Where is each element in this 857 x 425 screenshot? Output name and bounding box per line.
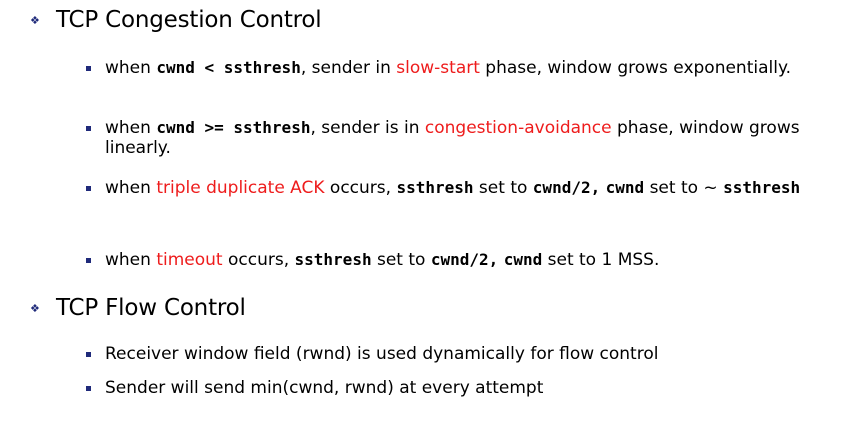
highlight-run: congestion-avoidance <box>424 118 612 138</box>
code-run: cwnd >= ssthresh <box>156 118 311 137</box>
diamond-bullet-icon: ❖ <box>30 13 40 27</box>
bullet-text: Receiver window field (rwnd) is used dyn… <box>105 344 659 364</box>
bullet-slow-start: when cwnd < ssthresh, sender in slow-sta… <box>86 58 826 78</box>
text-run: , sender is in <box>310 118 425 138</box>
bullet-text: when cwnd >= ssthresh, sender is in cong… <box>105 118 826 158</box>
bullet-congestion-avoidance: when cwnd >= ssthresh, sender is in cong… <box>86 118 826 158</box>
heading-congestion-control: ❖ TCP Congestion Control <box>30 4 322 36</box>
text-run: set to <box>371 250 431 270</box>
bullet-text: when timeout occurs, ssthresh set to cwn… <box>105 250 846 270</box>
highlight-run: slow-start <box>396 58 480 78</box>
text-run: when <box>105 58 157 78</box>
text-run: , sender in <box>300 58 397 78</box>
bullet-sender-min: Sender will send min(cwnd, rwnd) at ever… <box>86 378 826 398</box>
text-run: set to 1 MSS. <box>542 250 660 270</box>
text-run: phase, window grows linearly. <box>105 118 800 158</box>
square-bullet-icon <box>86 126 91 131</box>
bullet-text: when cwnd < ssthresh, sender in slow-sta… <box>105 58 826 78</box>
heading-flow-control: ❖ TCP Flow Control <box>30 292 246 324</box>
code-run: cwnd/2, <box>430 250 499 269</box>
heading-text: TCP Flow Control <box>56 295 246 321</box>
code-run: cwnd/2, <box>532 178 601 197</box>
code-run: cwnd < ssthresh <box>156 58 301 77</box>
bullet-triple-duplicate-ack: when triple duplicate ACK occurs, ssthre… <box>86 178 826 198</box>
square-bullet-icon <box>86 352 91 357</box>
highlight-run: triple duplicate ACK <box>156 178 325 198</box>
code-run: ssthresh <box>396 178 474 197</box>
square-bullet-icon <box>86 186 91 191</box>
text-run: phase, window grows exponentially. <box>479 58 792 78</box>
code-run: cwnd <box>605 178 645 197</box>
diamond-bullet-icon: ❖ <box>30 301 40 315</box>
square-bullet-icon <box>86 66 91 71</box>
text-run: when <box>105 178 157 198</box>
highlight-run: timeout <box>156 250 223 270</box>
bullet-text: when triple duplicate ACK occurs, ssthre… <box>105 178 826 198</box>
bullet-receiver-window: Receiver window field (rwnd) is used dyn… <box>86 344 826 364</box>
code-run: ssthresh <box>294 250 372 269</box>
text-run: when <box>105 118 157 138</box>
text-run: set to ~ <box>644 178 724 198</box>
text-run: when <box>105 250 157 270</box>
text-run: occurs, <box>324 178 397 198</box>
bullet-timeout: when timeout occurs, ssthresh set to cwn… <box>86 250 846 270</box>
code-run: cwnd <box>503 250 543 269</box>
square-bullet-icon <box>86 258 91 263</box>
heading-text: TCP Congestion Control <box>56 7 322 33</box>
square-bullet-icon <box>86 386 91 391</box>
text-run: set to <box>473 178 533 198</box>
text-run: occurs, <box>222 250 295 270</box>
code-run: ssthresh <box>723 178 801 197</box>
bullet-text: Sender will send min(cwnd, rwnd) at ever… <box>105 378 544 398</box>
